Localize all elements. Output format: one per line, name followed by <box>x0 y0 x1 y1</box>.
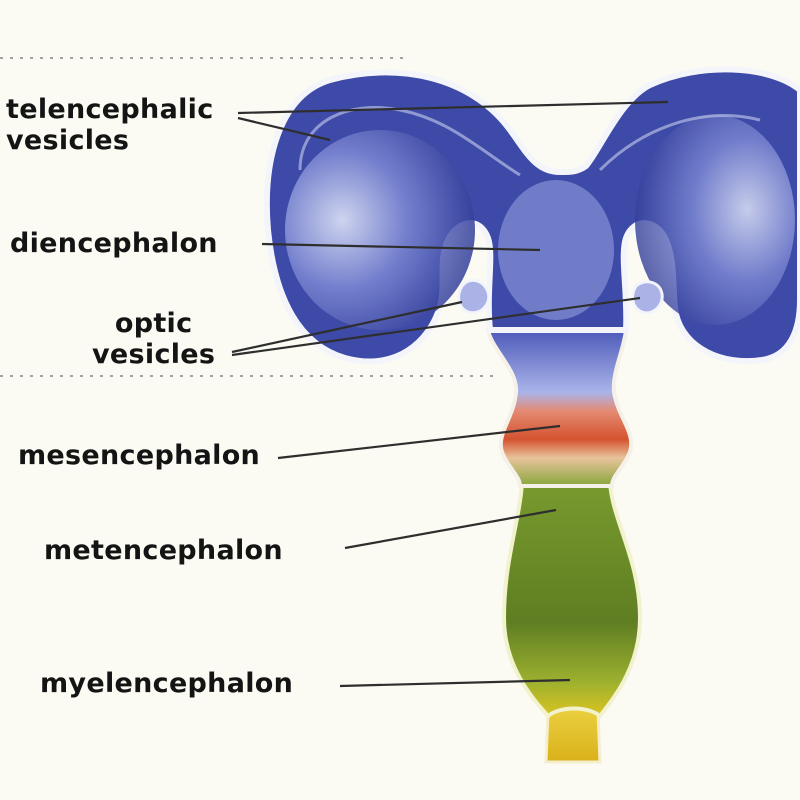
left-vesicle-highlight <box>285 130 475 330</box>
label-telencephalic-line1: telencephalic <box>6 94 214 125</box>
inner-lumen-outline <box>298 106 761 177</box>
leader-optic-left <box>231 300 463 354</box>
leader-optic-right <box>231 296 641 357</box>
leader-lines <box>231 100 669 688</box>
optic-vesicle-right <box>631 280 664 315</box>
right-vesicle-highlight <box>635 115 795 325</box>
label-myelencephalon: myelencephalon <box>40 668 294 699</box>
diencephalon-highlight <box>498 180 614 320</box>
label-optic-line1: optic <box>114 308 193 339</box>
optic-vesicle-left <box>457 278 491 315</box>
leader-metencephalon <box>344 508 557 550</box>
mesencephalon-region <box>485 328 634 488</box>
leader-telencephalic-left <box>237 100 669 115</box>
leader-diencephalon <box>261 242 541 252</box>
leader-mesencephalon <box>277 424 561 460</box>
label-telencephalic-vesicles: telencephalic vesicles <box>6 94 214 156</box>
leader-telencephalic-right <box>237 116 331 142</box>
label-telencephalic-line2: vesicles <box>6 125 130 156</box>
label-optic-line2: vesicles <box>92 339 216 370</box>
label-mesencephalon: mesencephalon <box>18 440 261 471</box>
label-optic-vesicles: optic vesicles <box>92 308 215 370</box>
label-metencephalon: metencephalon <box>44 535 283 566</box>
leader-myelencephalon <box>339 678 571 688</box>
label-diencephalon: diencephalon <box>10 228 218 259</box>
metencephalon-region <box>501 480 643 719</box>
